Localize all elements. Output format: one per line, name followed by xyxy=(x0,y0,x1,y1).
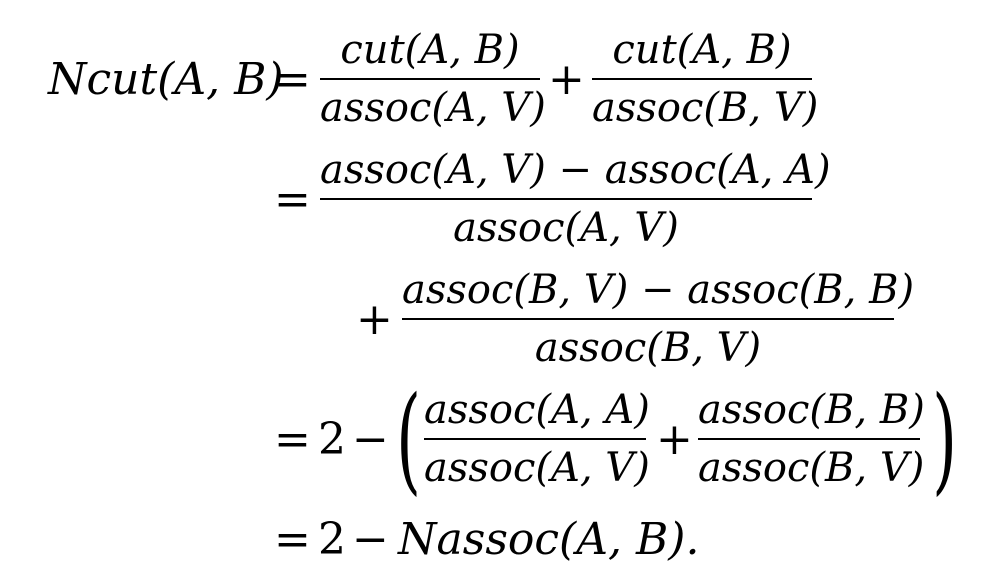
fraction-bar-4 xyxy=(402,318,894,320)
plus-sign-2: + xyxy=(356,294,393,345)
equals-sign-4: = xyxy=(274,514,311,565)
plus-sign-1: + xyxy=(548,54,585,105)
fraction-bar-3 xyxy=(320,198,812,200)
minus-sign-1: − xyxy=(352,414,389,465)
equals-sign-3: = xyxy=(274,414,311,465)
frac2-denominator: assoc(B, V) xyxy=(592,85,819,131)
frac2-numerator: cut(A, B) xyxy=(612,27,792,73)
line4-frac1-denominator: assoc(A, V) xyxy=(424,445,650,491)
line4-frac1-numerator: assoc(A, A) xyxy=(424,387,650,433)
number-two-2: 2 xyxy=(318,514,346,565)
line2-numerator: assoc(A, V) − assoc(A, A) xyxy=(320,147,831,193)
equals-sign-2: = xyxy=(274,174,311,225)
number-two-1: 2 xyxy=(318,414,346,465)
nassoc-term: Nassoc(A, B). xyxy=(398,514,700,565)
line4-frac2-numerator: assoc(B, B) xyxy=(698,387,925,433)
left-paren: ( xyxy=(396,372,422,507)
minus-sign-2: − xyxy=(352,514,389,565)
line2-denominator: assoc(A, V) xyxy=(453,205,679,251)
line4-frac2-denominator: assoc(B, V) xyxy=(698,445,925,491)
lhs-ncut: Ncut(A, B) xyxy=(48,54,284,105)
fraction-bar-2 xyxy=(592,78,812,80)
equals-sign-1: = xyxy=(274,54,311,105)
fraction-bar-6 xyxy=(698,438,920,440)
fraction-bar-5 xyxy=(424,438,646,440)
plus-sign-3: + xyxy=(656,414,693,465)
line3-denominator: assoc(B, V) xyxy=(534,325,762,371)
frac1-denominator: assoc(A, V) xyxy=(320,85,546,131)
fraction-bar-1 xyxy=(320,78,540,80)
right-paren: ) xyxy=(932,372,958,507)
frac1-numerator: cut(A, B) xyxy=(340,27,520,73)
line3-numerator: assoc(B, V) − assoc(B, B) xyxy=(402,267,915,313)
